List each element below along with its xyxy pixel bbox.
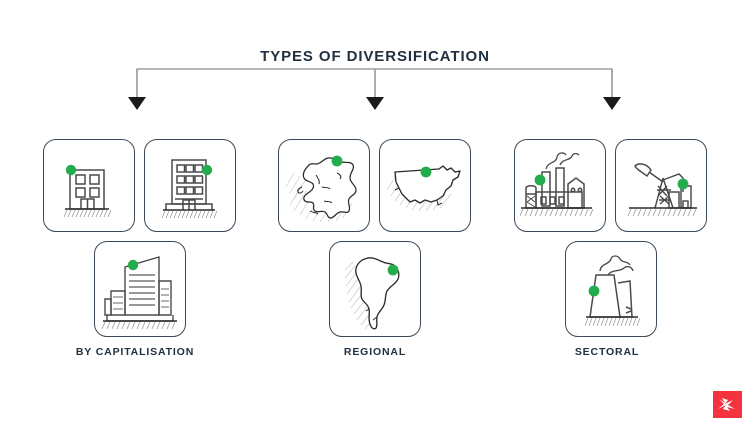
south-america-map-icon: [344, 257, 399, 330]
factory-icon: [519, 151, 594, 216]
x-mark-icon: [718, 398, 735, 411]
group-by-capitalisation: [43, 139, 236, 337]
cooling-tower-icon: [584, 255, 640, 327]
europe-map-icon: [285, 155, 357, 222]
card-industry[interactable]: [514, 139, 606, 232]
accent-dot: [331, 155, 343, 166]
card-mid-cap[interactable]: [144, 139, 236, 232]
accent-dot: [534, 174, 546, 185]
arrow-down-icon-3: [603, 97, 621, 110]
card-south-america[interactable]: [328, 241, 421, 337]
card-energy-oil[interactable]: [615, 139, 707, 232]
connector-bracket: [128, 68, 621, 110]
card-small-cap[interactable]: [43, 139, 135, 232]
accent-dot: [65, 164, 77, 175]
accent-dot: [201, 164, 213, 175]
page-title: TYPES OF DIVERSIFICATION: [260, 48, 490, 65]
accent-dot: [420, 166, 432, 177]
card-usa[interactable]: [379, 139, 471, 232]
card-utilities[interactable]: [564, 241, 657, 337]
card-large-cap[interactable]: [93, 241, 186, 337]
group-regional: [278, 139, 471, 337]
oil-pumpjack-icon: [627, 162, 697, 216]
group-label-by-capitalisation: BY CAPITALISATION: [75, 346, 195, 358]
arrow-down-icon-2: [366, 97, 384, 110]
group-label-sectoral: SECTORAL: [574, 346, 640, 358]
accent-dot: [387, 264, 398, 276]
arrow-down-icon-1: [128, 97, 146, 110]
group-label-regional: REGIONAL: [343, 346, 407, 358]
group-sectoral: [514, 139, 707, 337]
skyscraper-icon: [101, 256, 177, 330]
card-europe[interactable]: [278, 139, 370, 232]
usa-map-icon: [386, 164, 461, 211]
accent-dot: [127, 259, 138, 271]
mid-rise-office-building-icon: [161, 158, 218, 218]
small-office-building-icon: [63, 164, 112, 217]
brand-logo: [713, 391, 742, 418]
accent-dot: [677, 178, 689, 189]
accent-dot: [588, 285, 599, 297]
